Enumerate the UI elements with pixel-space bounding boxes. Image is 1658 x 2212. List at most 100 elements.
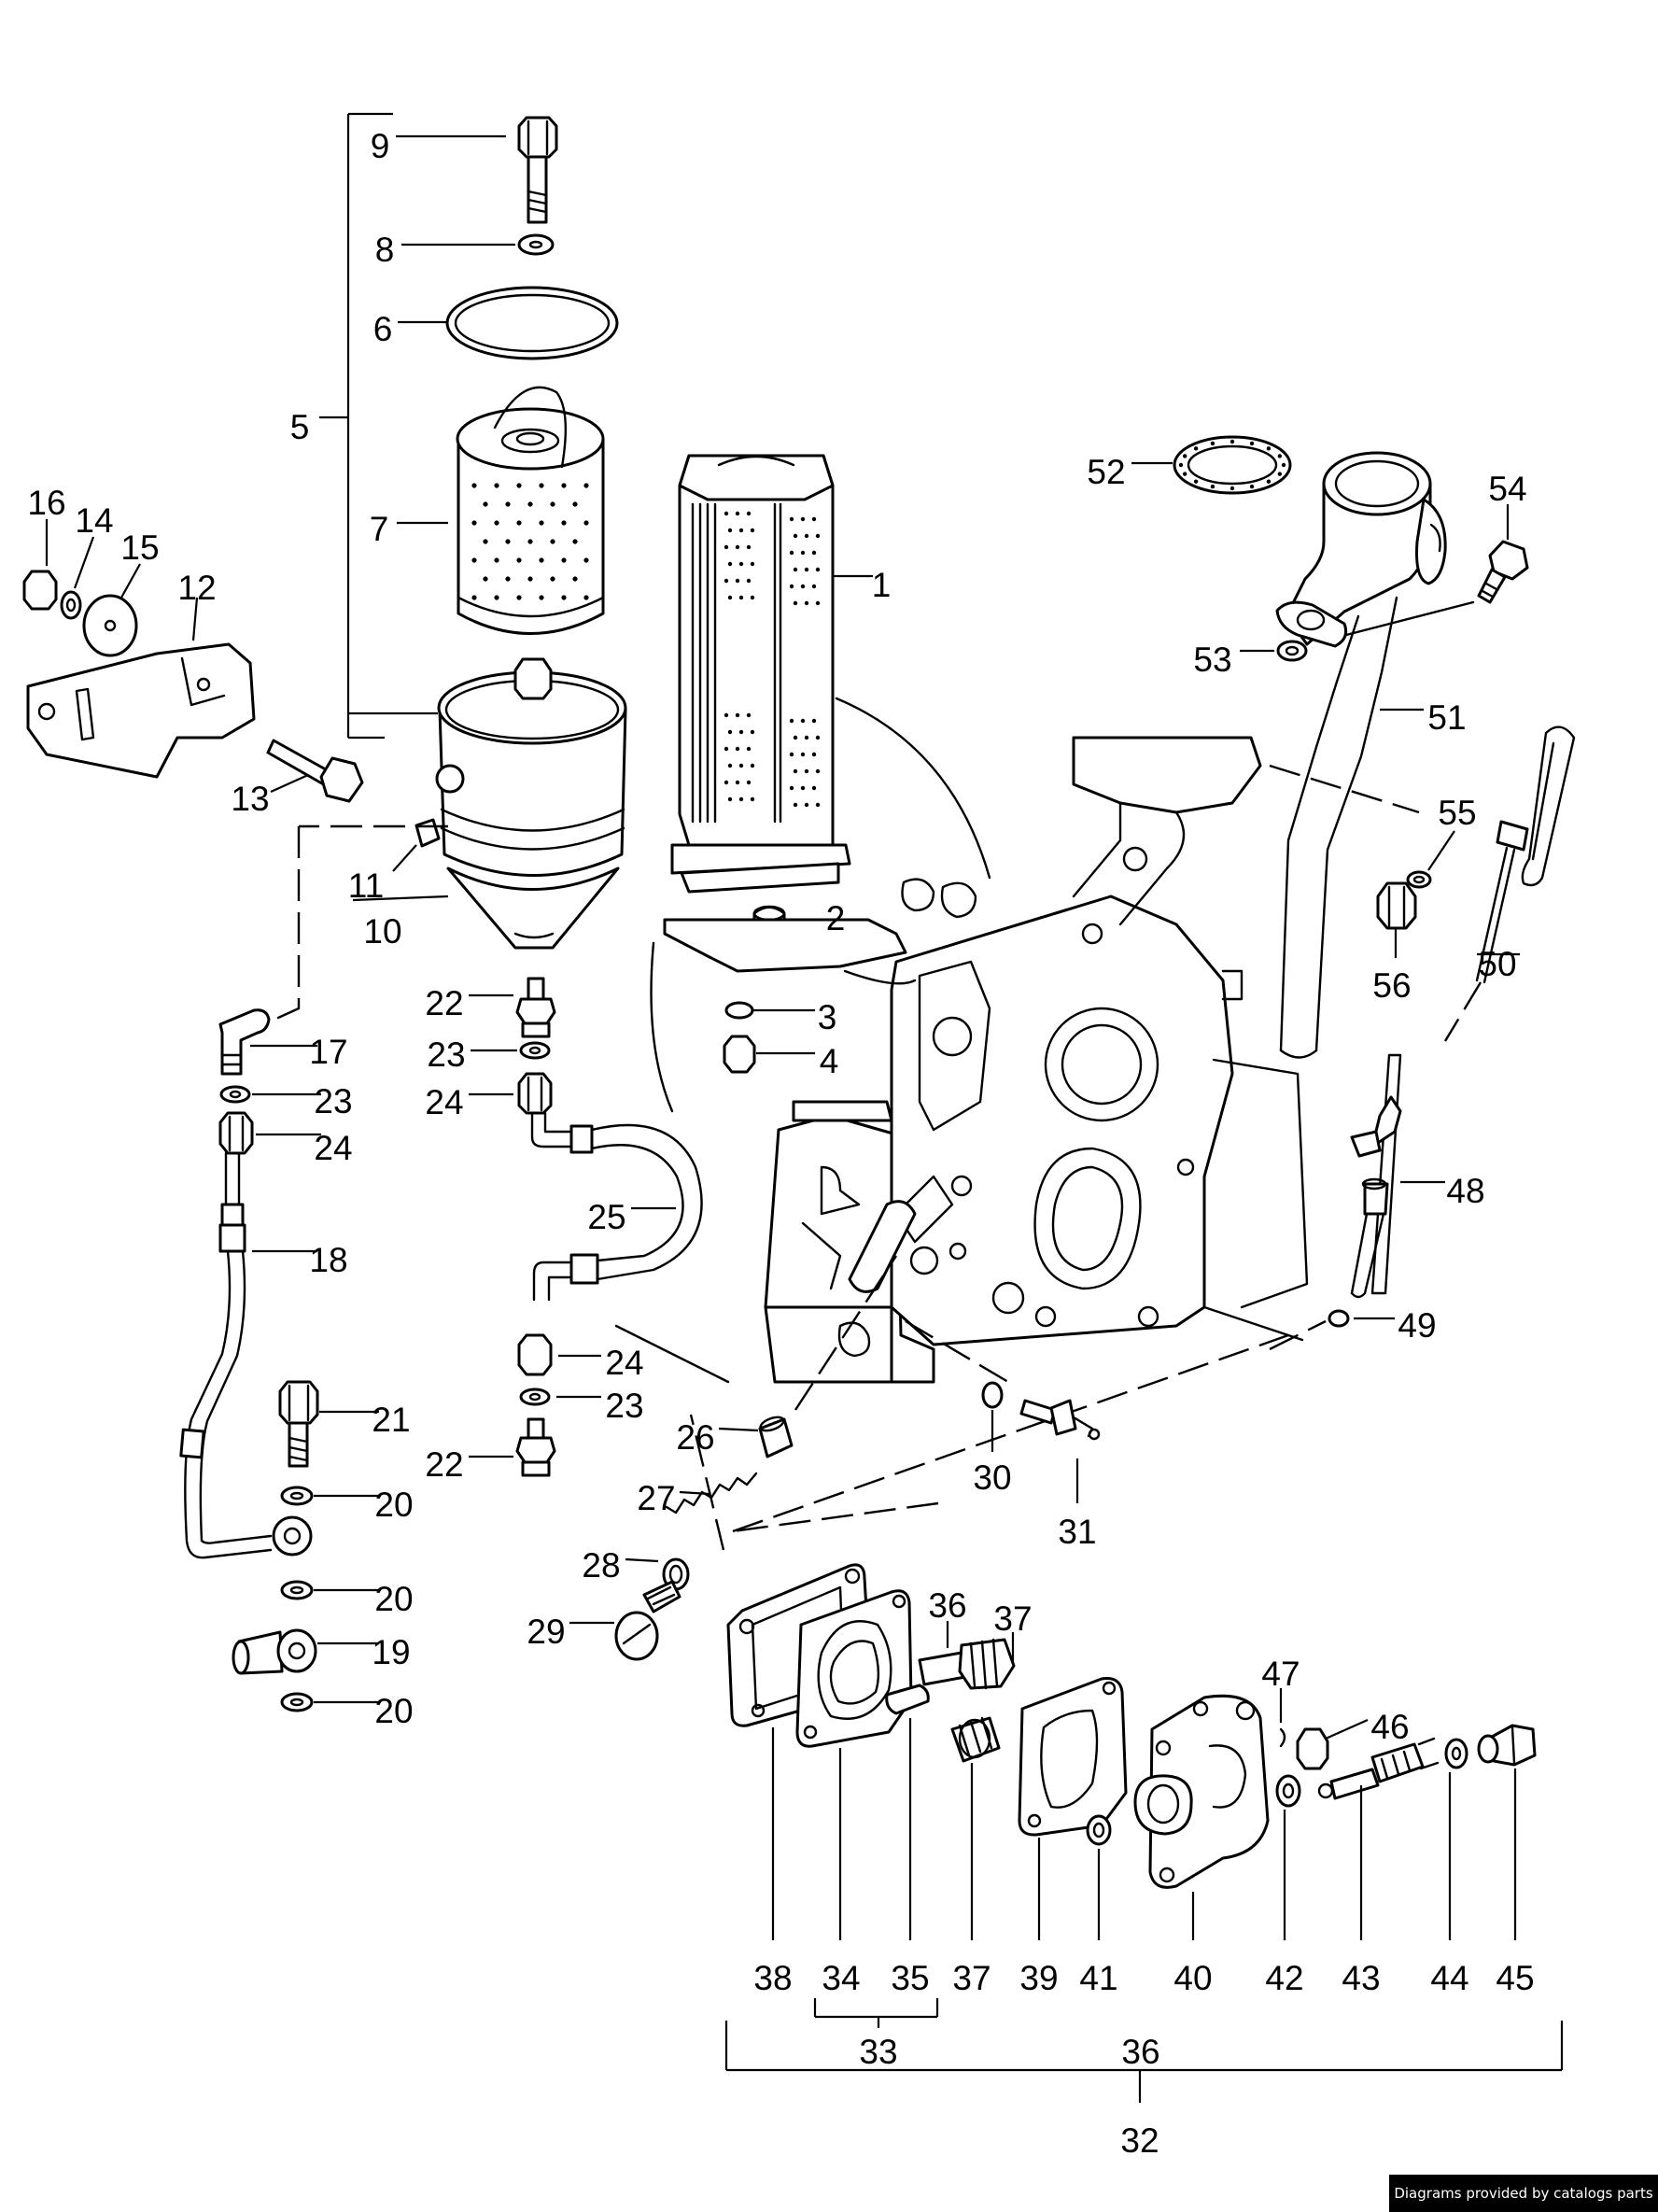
part-27-spring: [665, 1472, 758, 1515]
cooler-dots-dot: [735, 544, 740, 550]
part-35-shaft: [885, 1684, 930, 1715]
callout-c30: 30: [973, 1458, 1011, 1497]
callout-c6: 6: [373, 310, 393, 348]
part-45-plug: [1477, 1724, 1537, 1767]
gasket-dots-dot: [1182, 454, 1187, 458]
part-21-bolt: [278, 1380, 319, 1468]
cooler-dots-dot: [727, 595, 733, 600]
gasket-dots-dot: [1193, 479, 1199, 484]
filter-dots-dot: [583, 557, 589, 563]
callout-c24c: 24: [605, 1344, 643, 1382]
callout-c29: 29: [527, 1613, 565, 1651]
cooler-dots-dot: [738, 729, 744, 735]
callout-c4: 4: [820, 1042, 839, 1080]
part-9-bolt: [517, 116, 558, 224]
callout-c36a: 36: [928, 1586, 966, 1625]
cooler-dots-dot: [789, 516, 794, 522]
part-54-bolt: [1477, 540, 1529, 604]
engine-case: [614, 697, 1309, 1384]
cooler-dots-dot: [800, 718, 806, 724]
filter-dots-dot: [516, 520, 522, 526]
part-12-bracket: [26, 642, 256, 779]
callout-c1: 1: [872, 566, 892, 604]
gasket-dots-dot: [1277, 472, 1283, 476]
cooler-dots-dot: [811, 752, 817, 757]
callout-c20a: 20: [374, 1486, 413, 1524]
cooler-dots-dot: [735, 578, 740, 584]
callout-c11: 11: [348, 866, 384, 905]
cooler-dots-dot: [750, 729, 755, 735]
cooler-dots-dot: [750, 595, 755, 600]
cooler-dots-dot: [811, 516, 817, 522]
assembly-5-bracket: [319, 112, 438, 740]
cooler-dots-dot: [804, 735, 809, 740]
part-49-oring: [1328, 1309, 1350, 1328]
cooler-dots-dot: [746, 712, 752, 718]
callout-c23b: 23: [314, 1082, 352, 1120]
cooler-dots-dot: [815, 735, 821, 740]
callout-c56: 56: [1372, 966, 1411, 1005]
cooler-dots-dot: [800, 584, 806, 589]
cooler-dots-dot: [750, 561, 755, 567]
cooler-dots-dot: [815, 802, 821, 808]
cooler-dots-dot: [804, 802, 809, 808]
part-44-washer: [1444, 1738, 1468, 1769]
callout-c47: 47: [1261, 1655, 1300, 1693]
part-55-washer: [1406, 870, 1432, 889]
filter-dots-dot: [583, 595, 589, 600]
part-43-valve: [1317, 1737, 1440, 1800]
callout-c15: 15: [120, 528, 159, 567]
filter-dots-dot: [494, 557, 499, 563]
cooler-dots-dot: [727, 729, 733, 735]
callout-c27: 27: [637, 1479, 675, 1517]
filter-dots-dot: [527, 539, 533, 544]
cooler-dots-dot: [724, 746, 729, 752]
part-19-banjo: [232, 1628, 317, 1675]
cooler-dots-dot: [738, 528, 744, 533]
part-51-filler-neck: [1275, 451, 1447, 1059]
filter-dots-dot: [516, 557, 522, 563]
cooler-dots-dot: [789, 718, 794, 724]
callout-c24b: 24: [314, 1129, 352, 1167]
callout-c22b: 22: [425, 1445, 463, 1484]
cooler-dots-dot: [724, 780, 729, 785]
part-39-cover-gasket: [1018, 1677, 1128, 1837]
cooler-dots-dot: [746, 544, 752, 550]
filter-dots-dot: [561, 520, 567, 526]
part-36-gear-drive: [918, 1638, 1016, 1690]
callout-c10: 10: [363, 912, 401, 951]
cooler-dots-dot: [724, 712, 729, 718]
gasket-dots-dot: [1210, 484, 1215, 489]
part-7-filter-element: [456, 386, 605, 635]
callout-c8: 8: [375, 231, 395, 269]
part-14-washer: [60, 590, 82, 620]
cooler-dots-dot: [724, 578, 729, 584]
filter-dots-dot: [471, 557, 477, 563]
cooler-dots-dot: [738, 561, 744, 567]
cooler-dots-dot: [793, 567, 798, 572]
filter-dots-dot: [561, 557, 567, 563]
callout-c12: 12: [177, 569, 216, 607]
callout-c22a: 22: [425, 984, 463, 1022]
filter-dots-dot: [539, 520, 544, 526]
filter-mesh-dots: [471, 483, 589, 600]
cooler-dots-dot: [811, 718, 817, 724]
cooler-dots-dot: [735, 746, 740, 752]
callout-c37a: 37: [993, 1599, 1032, 1638]
cooler-dots-dot: [800, 752, 806, 757]
callout-c34: 34: [822, 1959, 860, 1997]
callout-c21: 21: [372, 1401, 410, 1439]
callout-c16: 16: [27, 484, 65, 522]
callout-c13: 13: [231, 780, 269, 818]
gasket-dots-dot: [1266, 479, 1272, 484]
cooler-dots-dot: [789, 550, 794, 556]
cooler-dots-dot: [811, 785, 817, 791]
cooler-dots-dot: [800, 516, 806, 522]
part-17-elbow: [218, 1008, 271, 1076]
part-6-gasket-ring: [445, 286, 619, 360]
callout-c52: 52: [1087, 453, 1125, 491]
gasket-dots-dot: [1193, 446, 1199, 451]
cooler-dots-dot: [750, 763, 755, 768]
filter-dots-dot: [505, 576, 511, 582]
cooler-dots-dot: [724, 511, 729, 516]
